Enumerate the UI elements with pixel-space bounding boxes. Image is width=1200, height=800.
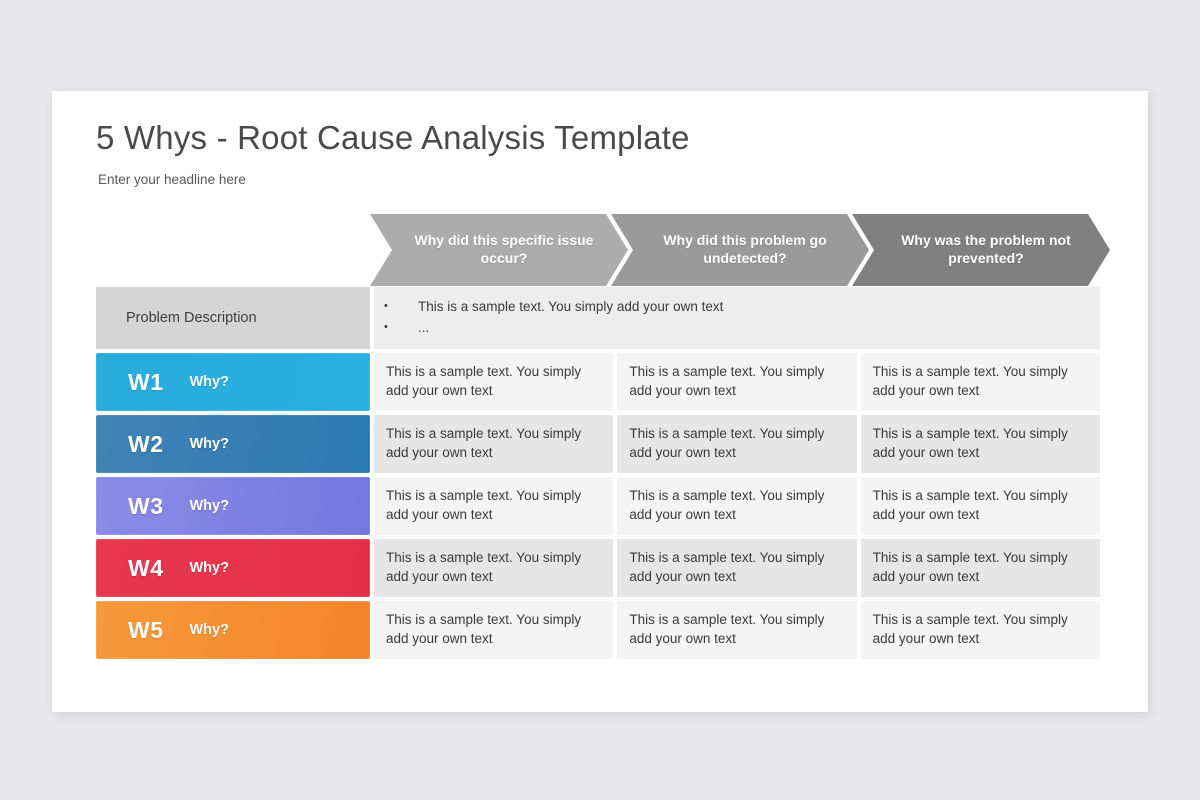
column-header-chevron-1[interactable]: Why did this specific issue occur?: [370, 214, 628, 286]
problem-description-row: Problem Description • This is a sample t…: [96, 287, 1100, 349]
why-cells-w3: This is a sample text. You simply add yo…: [374, 477, 1100, 535]
why-code-w5: W5: [128, 616, 164, 643]
why-row-w1: W1 Why? This is a sample text. You simpl…: [96, 353, 1100, 411]
why-ask-w3: Why?: [189, 498, 229, 514]
why-row-w4: W4 Why? This is a sample text. You simpl…: [96, 539, 1100, 597]
why-ask-w1: Why?: [189, 374, 229, 390]
why-cells-w5: This is a sample text. You simply add yo…: [374, 601, 1100, 659]
table-cell[interactable]: This is a sample text. You simply add yo…: [374, 353, 614, 411]
page-subtitle: Enter your headline here: [98, 172, 246, 187]
table-cell[interactable]: This is a sample text. You simply add yo…: [617, 539, 857, 597]
why-label-w5[interactable]: W5 Why?: [96, 601, 370, 659]
why-row-w5: W5 Why? This is a sample text. You simpl…: [96, 601, 1100, 659]
why-code-w1: W1: [128, 368, 164, 395]
why-cells-w4: This is a sample text. You simply add yo…: [374, 539, 1100, 597]
bullet-icon: •: [384, 320, 388, 333]
column-header-chevron-3[interactable]: Why was the problem not prevented?: [852, 214, 1110, 286]
table-cell[interactable]: This is a sample text. You simply add yo…: [860, 477, 1100, 535]
table-cell[interactable]: This is a sample text. You simply add yo…: [860, 353, 1100, 411]
why-code-w3: W3: [128, 492, 164, 519]
table-cell[interactable]: This is a sample text. You simply add yo…: [374, 415, 614, 473]
why-ask-w2: Why?: [189, 436, 229, 452]
why-cells-w2: This is a sample text. You simply add yo…: [374, 415, 1100, 473]
table-cell[interactable]: This is a sample text. You simply add yo…: [374, 601, 614, 659]
analysis-grid: Problem Description • This is a sample t…: [96, 287, 1100, 663]
why-cells-w1: This is a sample text. You simply add yo…: [374, 353, 1100, 411]
why-ask-w4: Why?: [189, 560, 229, 576]
list-item-text: This is a sample text. You simply add yo…: [418, 299, 724, 314]
list-item-text: ...: [418, 319, 430, 335]
problem-description-body[interactable]: • This is a sample text. You simply add …: [374, 287, 1100, 349]
table-cell[interactable]: This is a sample text. You simply add yo…: [860, 539, 1100, 597]
page-title: 5 Whys - Root Cause Analysis Template: [96, 119, 690, 156]
column-header-chevrons: Why did this specific issue occur? Why d…: [370, 214, 1100, 286]
why-label-w1[interactable]: W1 Why?: [96, 353, 370, 411]
why-label-w2[interactable]: W2 Why?: [96, 415, 370, 473]
bullet-icon: •: [384, 300, 388, 312]
column-header-label-1: Why did this specific issue occur?: [414, 232, 594, 266]
column-header-label-3: Why was the problem not prevented?: [901, 232, 1071, 266]
why-label-w3[interactable]: W3 Why?: [96, 477, 370, 535]
table-cell[interactable]: This is a sample text. You simply add yo…: [374, 539, 614, 597]
why-code-w4: W4: [128, 554, 164, 581]
column-header-chevron-2[interactable]: Why did this problem go undetected?: [611, 214, 869, 286]
why-code-w2: W2: [128, 430, 164, 457]
table-cell[interactable]: This is a sample text. You simply add yo…: [617, 477, 857, 535]
list-item: • This is a sample text. You simply add …: [384, 297, 1100, 318]
table-cell[interactable]: This is a sample text. You simply add yo…: [617, 601, 857, 659]
problem-description-label: Problem Description: [96, 287, 370, 349]
table-cell[interactable]: This is a sample text. You simply add yo…: [617, 353, 857, 411]
column-header-label-2: Why did this problem go undetected?: [663, 232, 827, 266]
table-cell[interactable]: This is a sample text. You simply add yo…: [860, 415, 1100, 473]
why-ask-w5: Why?: [189, 622, 229, 638]
slide-canvas: 5 Whys - Root Cause Analysis Template En…: [52, 91, 1148, 712]
table-cell[interactable]: This is a sample text. You simply add yo…: [860, 601, 1100, 659]
list-item: • ...: [384, 318, 1100, 339]
why-label-w4[interactable]: W4 Why?: [96, 539, 370, 597]
why-row-w2: W2 Why? This is a sample text. You simpl…: [96, 415, 1100, 473]
why-row-w3: W3 Why? This is a sample text. You simpl…: [96, 477, 1100, 535]
table-cell[interactable]: This is a sample text. You simply add yo…: [617, 415, 857, 473]
table-cell[interactable]: This is a sample text. You simply add yo…: [374, 477, 614, 535]
